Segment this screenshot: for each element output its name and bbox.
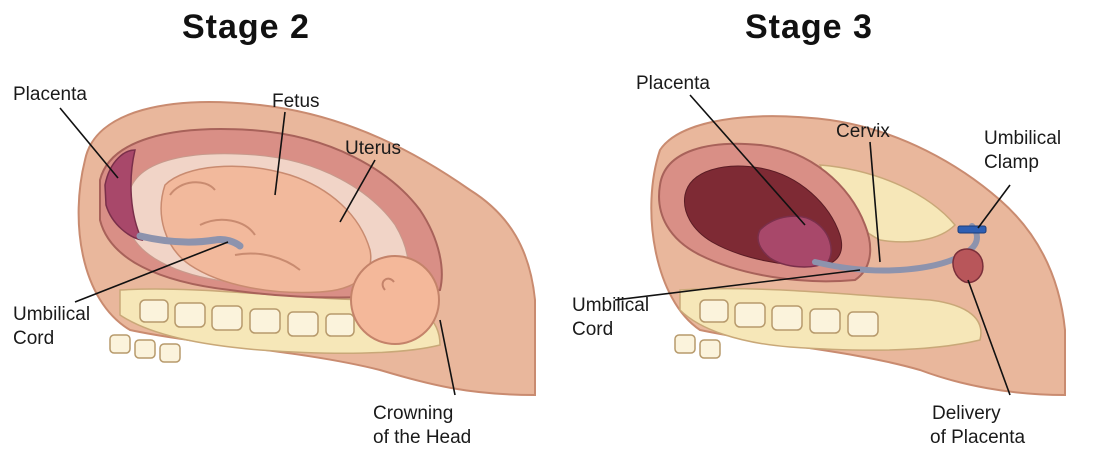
label-cervix-stage-3: Cervix	[836, 120, 890, 144]
label-umbilical-clamp-stage-3-line-1: Umbilical	[984, 127, 1061, 151]
stage-2-title: Stage 2	[182, 8, 310, 47]
label-umbilical-cord-stage-3-line-2: Cord	[572, 318, 649, 342]
stage-3-umbilical-clamp	[958, 226, 986, 233]
label-delivery-of-placenta-stage-3-line-2: of Placenta	[930, 426, 1025, 450]
label-placenta-stage-2: Placenta	[13, 83, 87, 107]
label-crowning-stage-2-line-1: Crowning	[373, 402, 471, 426]
label-crowning-stage-2-line-2: of the Head	[373, 426, 471, 450]
label-delivery-of-placenta-stage-3: Delivery of Placenta	[930, 402, 1025, 450]
label-umbilical-cord-stage-2: Umbilical Cord	[13, 303, 90, 351]
label-umbilical-cord-stage-3-line-1: Umbilical	[572, 294, 649, 318]
label-fetus-stage-2: Fetus	[272, 90, 320, 114]
label-crowning-stage-2: Crowning of the Head	[373, 402, 471, 450]
label-placenta-stage-3: Placenta	[636, 72, 710, 96]
label-umbilical-cord-stage-3: Umbilical Cord	[572, 294, 649, 342]
stage-3-delivered-placenta	[953, 249, 983, 283]
stage-2-fetal-head	[351, 256, 439, 344]
label-umbilical-cord-stage-2-line-2: Cord	[13, 327, 90, 351]
stage-2-illustration	[79, 102, 535, 395]
label-umbilical-clamp-stage-3: Umbilical Clamp	[984, 127, 1061, 175]
label-umbilical-cord-stage-2-line-1: Umbilical	[13, 303, 90, 327]
stage-3-title: Stage 3	[745, 8, 873, 47]
label-uterus-stage-2: Uterus	[345, 137, 401, 161]
label-delivery-of-placenta-stage-3-line-1: Delivery	[930, 402, 1025, 426]
label-umbilical-clamp-stage-3-line-2: Clamp	[984, 151, 1061, 175]
